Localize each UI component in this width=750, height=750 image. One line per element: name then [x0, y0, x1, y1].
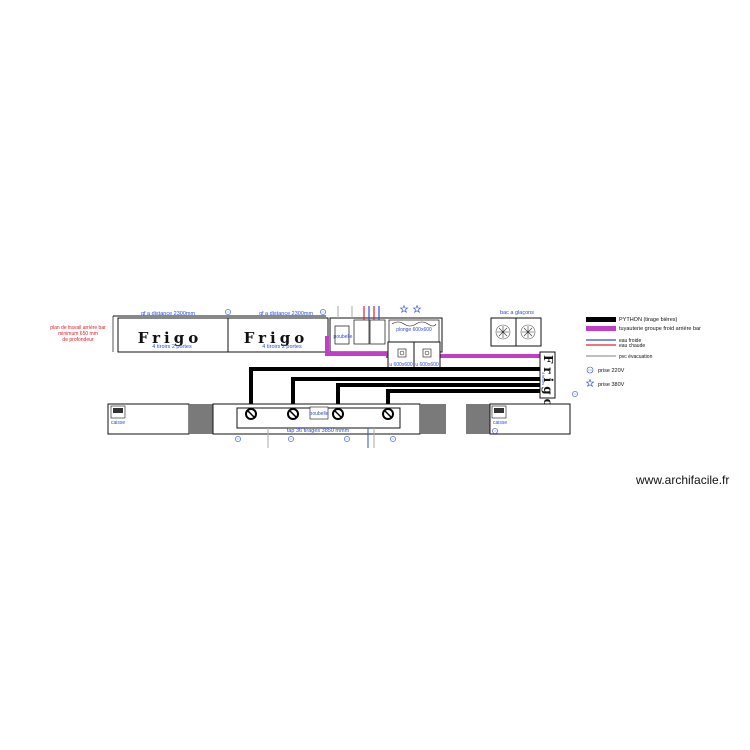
poubelle-bin-front	[309, 406, 329, 420]
legend-label-drain: pvc évacuation	[619, 354, 653, 360]
socket-icon	[390, 436, 396, 442]
legend-label-cold-water: eau froide	[619, 338, 641, 344]
right-frigo-sub: 4 tiroirs	[541, 372, 546, 385]
socket-icon	[492, 428, 498, 434]
frigo-doors-label-1: 4 tiroirs 2 portes	[152, 344, 192, 350]
note-line-1: plan de travail arrière bar	[50, 325, 106, 331]
star-icon	[412, 304, 422, 314]
register-screen	[494, 408, 504, 413]
star-icon	[585, 378, 595, 388]
tap-tower-icon	[287, 408, 299, 420]
note-line-2: minimum 650 mm	[58, 331, 98, 337]
legend-swatch-python	[586, 317, 616, 322]
gf-label-2: gf a distance 2300mm	[259, 311, 314, 317]
counter-wall	[466, 404, 490, 434]
right-frigo: Frigo 4 tiroirs	[539, 351, 578, 411]
back-bar-depth-note: plan de travail arrière bar minimum 650 …	[50, 325, 106, 343]
poubelle-label: poubelle	[334, 334, 353, 340]
legend-label-220v: prise 220V	[598, 368, 625, 374]
register-screen	[113, 408, 123, 413]
legend: PYTHON (tirage bières) tuyauterie groupe…	[585, 317, 701, 388]
star-icon	[399, 304, 409, 314]
legend-label-hot-water: eau chaude	[619, 343, 645, 349]
socket-icon	[320, 309, 326, 315]
module-label-1: u 600x600	[389, 362, 413, 368]
dishwasher	[369, 319, 386, 345]
python-line	[249, 367, 540, 414]
right-frigo-box	[539, 351, 556, 399]
tap-tower-icon	[332, 408, 344, 420]
socket-icon	[572, 391, 578, 397]
right-frigo-label: Frigo	[541, 355, 555, 411]
socket-icon	[422, 348, 432, 358]
counter-wall-right	[420, 404, 446, 434]
front-counter-left: caisse	[107, 403, 213, 435]
socket-icon	[225, 309, 231, 315]
socket-icon	[288, 436, 294, 442]
front-counter-right: caisse	[466, 403, 571, 435]
poubelle-bin	[334, 325, 350, 345]
ice-bin-label: bac a glaçons	[500, 310, 534, 316]
poubelle-label-front: poubelle	[310, 411, 329, 417]
python-line	[291, 377, 540, 414]
tap-label: tap 36 tirages 3850 mmm	[287, 428, 350, 434]
fridge-counter	[117, 317, 329, 353]
ice-burner-icon	[520, 324, 536, 340]
water-pipes	[337, 306, 380, 320]
watermark-url: www.archifacile.fr	[636, 473, 730, 487]
socket-icon	[586, 366, 594, 374]
legend-swatch-cold-pipe	[586, 326, 616, 331]
legend-label-cold-pipe: tuyauterie groupe froid arrière bar	[619, 326, 701, 332]
ice-burner-icon	[495, 324, 511, 340]
sink-wave	[391, 321, 437, 327]
note-line-3: de profondeur	[62, 337, 93, 343]
caisse-label-1: caisse	[111, 420, 125, 426]
plonge-label: plonge 600x600	[396, 327, 432, 333]
tap-counter: poubelle tap 36 tirages 3850 mmm	[212, 403, 446, 448]
socket-icon	[397, 348, 407, 358]
tap-tower-icon	[245, 408, 257, 420]
socket-icon	[344, 436, 350, 442]
frigo-doors-label-2: 4 tiroirs 2 portes	[262, 344, 302, 350]
legend-label-python: PYTHON (tirage bières)	[619, 317, 678, 323]
ice-bin: bac a glaçons	[490, 310, 542, 347]
frigo-label-2: Frigo	[244, 329, 308, 347]
counter-wall	[189, 404, 213, 434]
legend-label-380v: prise 380V	[598, 382, 625, 388]
caisse-label-2: caisse	[493, 420, 507, 426]
module-label-2: u 600x600	[415, 362, 439, 368]
tap-tower-icon	[382, 408, 394, 420]
gf-label-1: gf a distance 2300mm	[141, 311, 196, 317]
back-bar-fridge-block: gf a distance 2300mm gf a distance 2300m…	[113, 309, 329, 353]
frigo-label-1: Frigo	[138, 329, 202, 347]
dishwasher	[353, 319, 370, 345]
600-modules: u 600x600 u 600x600	[387, 341, 441, 369]
back-bar-sink-module: poubelle plonge 600x600	[329, 317, 443, 353]
socket-icon	[235, 436, 241, 442]
